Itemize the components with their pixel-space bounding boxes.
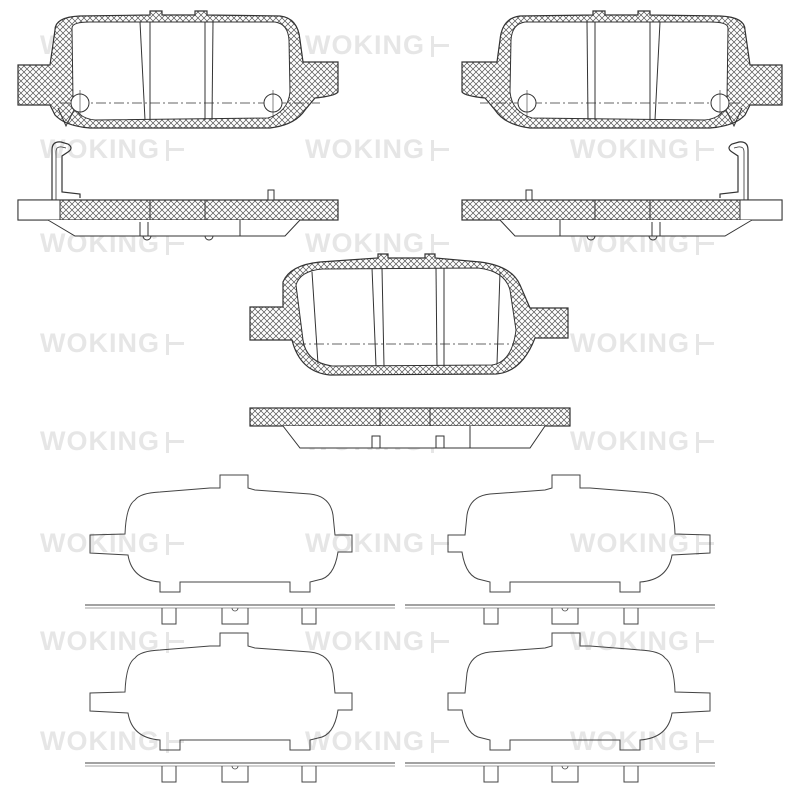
brake-pad-side-view-right xyxy=(461,141,783,241)
anti-rattle-shim xyxy=(85,474,395,625)
brake-pad-front-view-right xyxy=(461,10,783,129)
anti-rattle-shim xyxy=(404,632,716,783)
brake-pad-front-view-center xyxy=(249,253,569,376)
brake-pad-side-view-center xyxy=(249,407,571,449)
anti-rattle-shim xyxy=(404,474,716,625)
brake-pad-side-view-left xyxy=(17,141,339,241)
anti-rattle-shim xyxy=(84,632,396,783)
brake-pad-front-view-left xyxy=(17,10,339,129)
